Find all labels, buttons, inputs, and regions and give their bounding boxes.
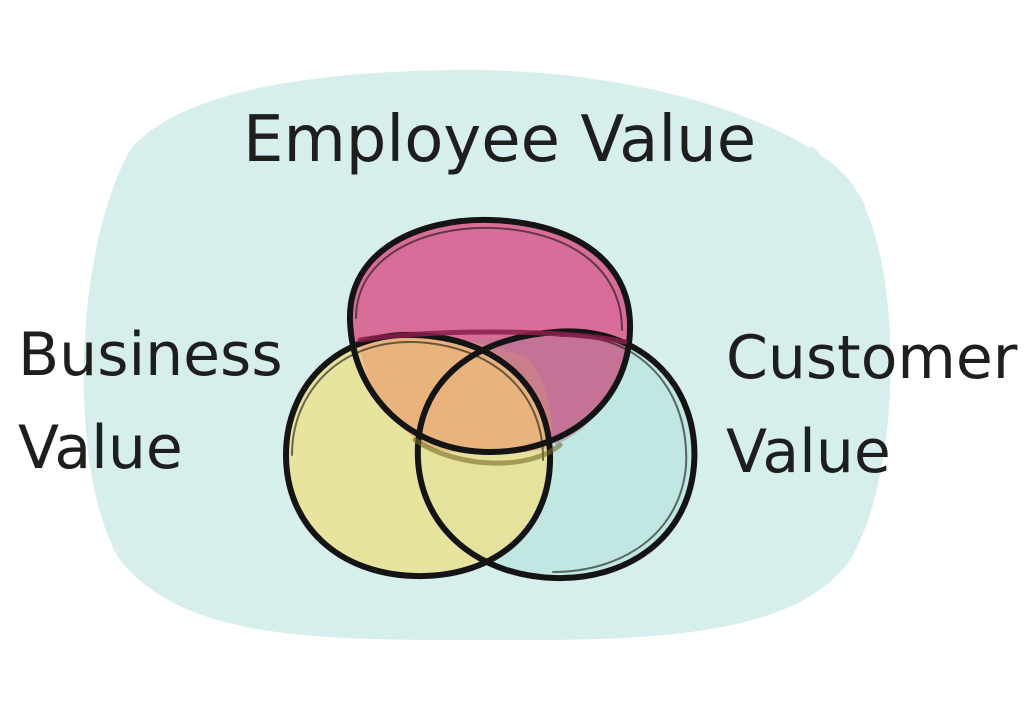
venn-inner-stroke-employee-lower <box>357 329 628 345</box>
label-customer-value-line1: Customer <box>726 323 1018 393</box>
venn-outline-business <box>283 331 554 580</box>
venn-outline-business-sketch <box>291 340 545 461</box>
venn-outline-employee <box>346 216 634 455</box>
venn-outline-customer-sketch <box>552 334 688 573</box>
label-business-value-line2: Value <box>18 413 183 483</box>
label-employee-value: Employee Value <box>243 103 757 177</box>
blob-flick <box>809 147 865 208</box>
venn-outline-employee-sketch <box>355 226 623 331</box>
label-business-value-line1: Business <box>18 320 283 390</box>
venn-outline-customer <box>414 328 698 582</box>
venn-inner-stroke-employee-bottom <box>412 437 563 466</box>
label-customer-value-line2: Value <box>726 417 891 487</box>
